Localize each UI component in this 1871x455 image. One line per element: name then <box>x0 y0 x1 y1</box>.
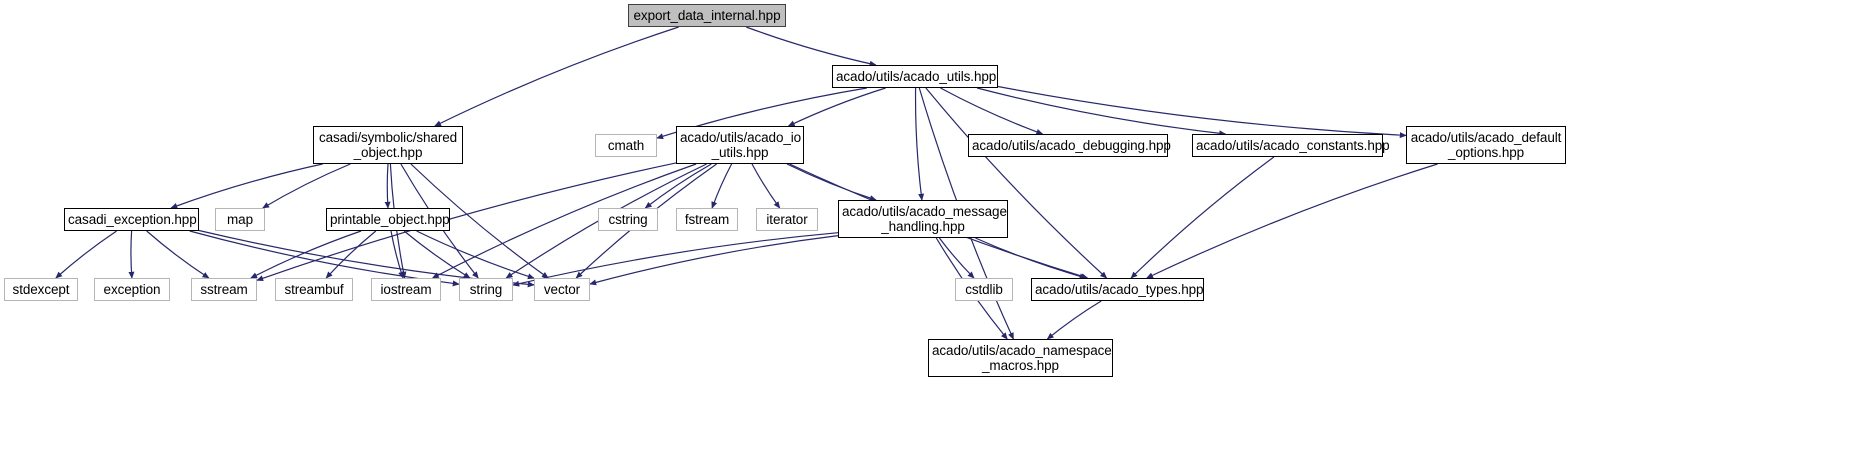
graph-node-label: acado/utils/acado_namespace _macros.hpp <box>932 343 1112 373</box>
graph-node-label: string <box>469 282 503 297</box>
graph-edge-printable_object-to-iostream <box>390 230 404 279</box>
graph-edge-casadi_exception-to-string <box>189 230 460 287</box>
graph-edge-shared_object-to-map <box>262 163 351 209</box>
graph-node-printable_object[interactable]: printable_object.hpp <box>326 208 450 231</box>
graph-edge-casadi_exception-to-vector <box>198 229 535 288</box>
graph-node-acado_utils[interactable]: acado/utils/acado_utils.hpp <box>832 65 998 88</box>
graph-node-export_data_internal[interactable]: export_data_internal.hpp <box>628 4 786 27</box>
graph-edge-acado_utils-to-acado_constants <box>976 87 1227 137</box>
graph-node-label: printable_object.hpp <box>330 212 450 227</box>
graph-node-acado_types[interactable]: acado/utils/acado_types.hpp <box>1031 278 1204 301</box>
graph-edge-acado_utils-to-acado_default_options <box>997 85 1407 139</box>
graph-node-acado_io_utils[interactable]: acado/utils/acado_io _utils.hpp <box>676 126 804 164</box>
graph-node-label: iostream <box>380 282 432 297</box>
graph-node-casadi_exception[interactable]: casadi_exception.hpp <box>64 208 199 231</box>
graph-node-cstring[interactable]: cstring <box>598 208 658 231</box>
graph-edge-acado_types-to-acado_namespace_macros <box>1046 300 1102 340</box>
graph-edge-acado_default_options-to-acado_types <box>1146 163 1438 279</box>
graph-node-label: cstring <box>608 212 648 227</box>
graph-node-string[interactable]: string <box>459 278 513 301</box>
graph-node-label: fstream <box>684 212 730 227</box>
graph-node-label: stdexcept <box>12 282 70 297</box>
graph-edge-acado_message_handling-to-acado_types <box>975 237 1087 280</box>
graph-node-label: vector <box>543 282 581 297</box>
graph-node-acado_debugging[interactable]: acado/utils/acado_debugging.hpp <box>968 134 1171 157</box>
graph-node-label: acado/utils/acado_io _utils.hpp <box>680 130 802 160</box>
graph-node-sstream[interactable]: sstream <box>191 278 257 301</box>
graph-edge-acado_utils-to-acado_debugging <box>940 87 1044 135</box>
graph-edge-shared_object-to-printable_object <box>384 163 391 209</box>
graph-node-label: casadi_exception.hpp <box>68 212 197 227</box>
graph-node-iterator[interactable]: iterator <box>756 208 818 231</box>
graph-node-label: acado/utils/acado_types.hpp <box>1035 282 1204 297</box>
graph-edge-printable_object-to-vector <box>416 230 535 280</box>
graph-edge-export_data_internal-to-acado_utils <box>745 26 877 67</box>
graph-node-acado_namespace_macros[interactable]: acado/utils/acado_namespace _macros.hpp <box>928 339 1113 377</box>
graph-node-label: cmath <box>607 138 645 153</box>
graph-edge-acado_io_utils-to-acado_message_handling <box>786 163 877 201</box>
graph-edge-printable_object-to-string <box>403 230 471 279</box>
graph-edge-acado_message_handling-to-cstdlib <box>938 237 975 279</box>
graph-node-label: acado/utils/acado_debugging.hpp <box>972 138 1171 153</box>
graph-node-label: map <box>227 212 253 227</box>
graph-edge-printable_object-to-sstream <box>250 230 362 279</box>
graph-edge-shared_object-to-casadi_exception <box>170 163 323 209</box>
graph-edge-acado_message_handling-to-vector <box>589 235 839 286</box>
graph-node-cmath[interactable]: cmath <box>595 134 657 157</box>
graph-node-label: acado/utils/acado_utils.hpp <box>836 69 997 84</box>
graph-edge-acado_utils-to-acado_io_utils <box>787 87 886 127</box>
graph-node-shared_object[interactable]: casadi/symbolic/shared _object.hpp <box>313 126 463 164</box>
graph-node-acado_constants[interactable]: acado/utils/acado_constants.hpp <box>1192 134 1390 157</box>
graph-node-cstdlib[interactable]: cstdlib <box>955 278 1013 301</box>
graph-node-map[interactable]: map <box>215 208 265 231</box>
graph-edge-acado_constants-to-acado_types <box>1130 156 1275 279</box>
graph-node-label: acado/utils/acado_default _options.hpp <box>1410 130 1562 160</box>
graph-edge-printable_object-to-streambuf <box>325 230 377 279</box>
graph-node-label: exception <box>103 282 161 297</box>
graph-node-stdexcept[interactable]: stdexcept <box>4 278 78 301</box>
graph-node-label: sstream <box>200 282 248 297</box>
graph-edge-export_data_internal-to-shared_object <box>434 26 679 127</box>
graph-edge-casadi_exception-to-sstream <box>146 230 210 279</box>
graph-edge-acado_io_utils-to-fstream <box>711 163 733 209</box>
graph-edge-casadi_exception-to-exception <box>128 230 135 279</box>
graph-node-iostream[interactable]: iostream <box>371 278 441 301</box>
graph-node-label: export_data_internal.hpp <box>633 8 781 23</box>
graph-edge-acado_utils-to-acado_types <box>925 87 1108 279</box>
graph-edge-acado_utils-to-acado_message_handling <box>914 87 925 201</box>
graph-node-exception[interactable]: exception <box>94 278 170 301</box>
graph-node-label: streambuf <box>284 282 344 297</box>
graph-edge-casadi_exception-to-stdexcept <box>55 230 117 279</box>
graph-node-label: acado/utils/acado_constants.hpp <box>1196 138 1390 153</box>
graph-edge-acado_io_utils-to-iterator <box>751 163 781 209</box>
graph-node-streambuf[interactable]: streambuf <box>275 278 353 301</box>
graph-node-label: acado/utils/acado_message _handling.hpp <box>842 204 1007 234</box>
graph-node-acado_message_handling[interactable]: acado/utils/acado_message _handling.hpp <box>838 200 1008 238</box>
graph-node-label: iterator <box>766 212 808 227</box>
graph-node-acado_default_options[interactable]: acado/utils/acado_default _options.hpp <box>1406 126 1566 164</box>
graph-node-label: cstdlib <box>965 282 1003 297</box>
graph-node-label: casadi/symbolic/shared _object.hpp <box>318 130 458 160</box>
graph-node-fstream[interactable]: fstream <box>676 208 738 231</box>
graph-node-vector[interactable]: vector <box>534 278 590 301</box>
graph-edge-acado_io_utils-to-cstring <box>644 163 712 209</box>
